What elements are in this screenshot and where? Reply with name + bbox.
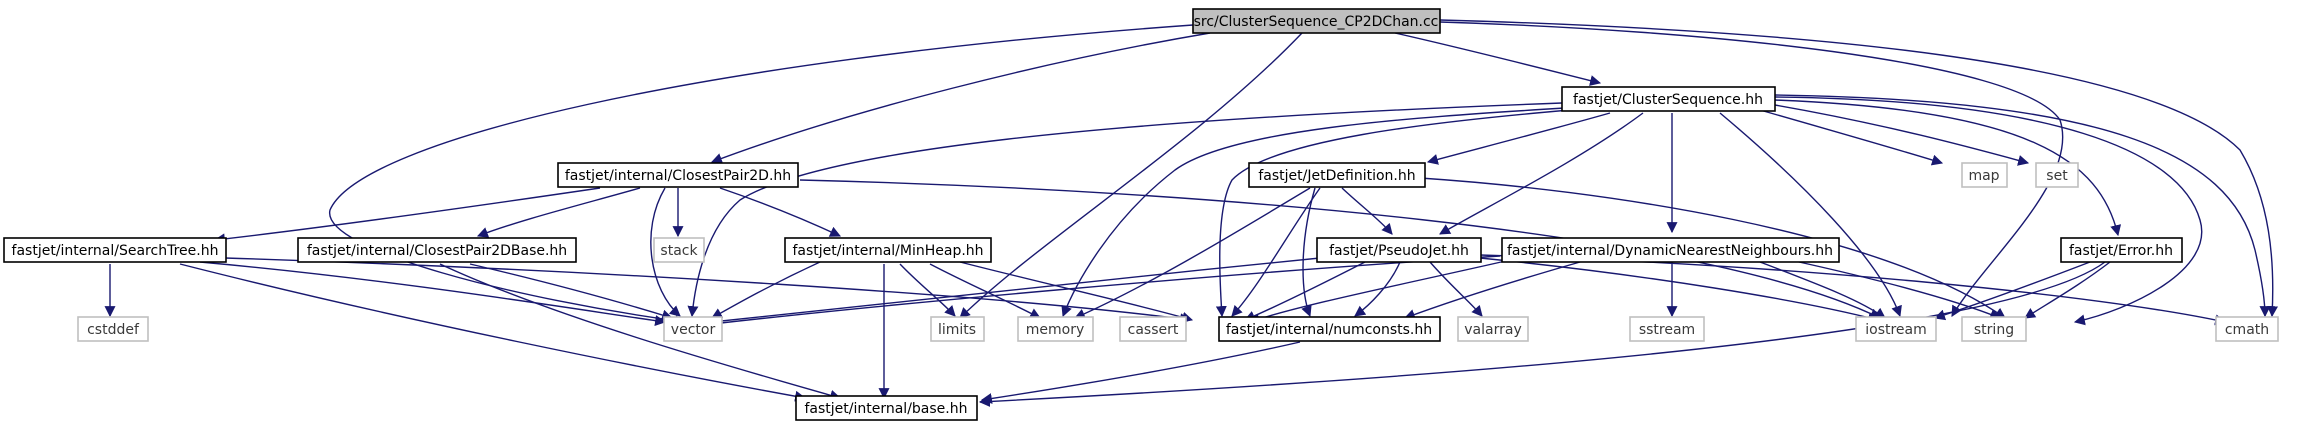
edge-cp2d-vector bbox=[650, 187, 681, 317]
node-closestpair2dbase-hh[interactable]: fastjet/internal/ClosestPair2DBase.hh bbox=[297, 237, 577, 263]
edge-pseudojet-valarray bbox=[1429, 261, 1483, 317]
node-map[interactable]: map bbox=[1961, 162, 2008, 188]
edge-searchtree-vector bbox=[199, 261, 667, 327]
edge-minheap-cassert bbox=[959, 261, 1194, 323]
edge-cp2d-cp2dbase bbox=[476, 187, 641, 238]
node-label: iostream bbox=[1865, 322, 1927, 338]
node-label: fastjet/PseudoJet.hh bbox=[1329, 243, 1469, 259]
node-clustersequence-hh[interactable]: fastjet/ClusterSequence.hh bbox=[1561, 86, 1776, 112]
edge-cp2d-searchtree bbox=[213, 187, 601, 245]
node-label: cstddef bbox=[87, 322, 140, 338]
edge-pseudojet-numconsts bbox=[1354, 261, 1401, 317]
node-valarray[interactable]: valarray bbox=[1457, 316, 1529, 342]
edge-minheap-memory bbox=[929, 263, 1041, 319]
node-label: sstream bbox=[1639, 322, 1695, 338]
node-label: fastjet/Error.hh bbox=[2069, 243, 2173, 259]
node-label: set bbox=[2046, 168, 2068, 184]
dependency-edges bbox=[104, 19, 2279, 407]
node-label: valarray bbox=[1464, 322, 1521, 338]
edge-root-limits bbox=[959, 32, 1303, 319]
node-label: limits bbox=[938, 322, 976, 338]
node-iostream[interactable]: iostream bbox=[1855, 316, 1937, 342]
edge-dnn-numconsts bbox=[1403, 261, 1581, 320]
edge-minheap-vector bbox=[711, 261, 821, 319]
edge-searchtree-base bbox=[179, 263, 807, 402]
node-label: fastjet/internal/SearchTree.hh bbox=[12, 243, 219, 259]
edge-cp2dbase-vector bbox=[469, 263, 674, 321]
edge-dnn-vector bbox=[710, 255, 1501, 329]
node-label: src/ClusterSequence_CP2DChan.cc bbox=[1194, 14, 1439, 30]
node-label: fastjet/internal/base.hh bbox=[804, 401, 967, 417]
node-cmath[interactable]: cmath bbox=[2215, 316, 2279, 342]
edge-cs-cmath bbox=[1774, 94, 2271, 318]
edge-cs-iostream bbox=[1719, 112, 1902, 318]
edge-cs-set bbox=[1774, 104, 2030, 166]
node-label: cmath bbox=[2225, 322, 2269, 338]
edge-minheap-limits bbox=[899, 263, 956, 317]
edge-pseudojet-cmath bbox=[1479, 254, 2227, 326]
node-sstream[interactable]: sstream bbox=[1629, 316, 1705, 342]
edge-root-cmath bbox=[1439, 19, 2279, 318]
node-closestpair2d-hh[interactable]: fastjet/internal/ClosestPair2D.hh bbox=[557, 162, 799, 188]
edge-pseudojet-cassert bbox=[1243, 261, 1366, 322]
node-label: string bbox=[1974, 322, 2014, 338]
node-label: stack bbox=[660, 243, 698, 259]
node-memory[interactable]: memory bbox=[1017, 316, 1094, 342]
node-set[interactable]: set bbox=[2035, 162, 2079, 188]
edge-root-iostream bbox=[1439, 21, 2064, 317]
edge-error-string bbox=[2024, 261, 2111, 319]
edge-cp2d-minheap bbox=[719, 187, 841, 237]
node-label: vector bbox=[671, 322, 716, 338]
edge-cs-jetdefinition bbox=[1426, 112, 1611, 165]
node-label: memory bbox=[1026, 322, 1085, 338]
edge-cs-vector bbox=[687, 102, 1563, 318]
edge-pseudojet-iostream bbox=[1479, 257, 1880, 323]
edge-dnn-cassert bbox=[1248, 259, 1511, 325]
file-nodes: src/ClusterSequence_CP2DChan.cc fastjet/… bbox=[3, 8, 2279, 421]
node-limits[interactable]: limits bbox=[930, 316, 985, 342]
edge-numconsts-base bbox=[980, 341, 1301, 404]
edge-error-base bbox=[978, 261, 2106, 407]
node-root-file[interactable]: src/ClusterSequence_CP2DChan.cc bbox=[1192, 8, 1441, 34]
node-label: fastjet/internal/ClosestPair2D.hh bbox=[565, 168, 791, 184]
node-label: fastjet/ClusterSequence.hh bbox=[1573, 92, 1763, 108]
node-cassert[interactable]: cassert bbox=[1119, 316, 1187, 342]
edge-cs-pseudojet bbox=[1439, 112, 1644, 235]
edge-cs-error bbox=[1774, 99, 2122, 237]
node-label: fastjet/JetDefinition.hh bbox=[1258, 168, 1415, 184]
edge-jetdef-pseudojet bbox=[1341, 187, 1393, 235]
edge-cs-string bbox=[1774, 96, 2203, 326]
node-label: fastjet/internal/DynamicNearestNeighbour… bbox=[1507, 243, 1833, 259]
edge-root-closestpair2d bbox=[710, 32, 1211, 164]
node-label: cassert bbox=[1128, 322, 1179, 338]
edge-cp2dbase-base bbox=[439, 263, 842, 401]
edge-jetdef-memory bbox=[1073, 187, 1311, 320]
node-cstddef[interactable]: cstddef bbox=[77, 316, 149, 342]
node-label: fastjet/internal/numconsts.hh bbox=[1226, 322, 1432, 338]
edge-cp2d-iostream bbox=[799, 179, 1881, 319]
edge-dnn-string bbox=[1789, 259, 2002, 320]
node-base-hh[interactable]: fastjet/internal/base.hh bbox=[795, 395, 978, 421]
edge-searchtree-cassert bbox=[224, 257, 1192, 325]
node-string[interactable]: string bbox=[1961, 316, 2027, 342]
node-minheap-hh[interactable]: fastjet/internal/MinHeap.hh bbox=[784, 237, 992, 263]
edge-cs-map bbox=[1759, 109, 1944, 166]
edge-dnn-iostream bbox=[1759, 261, 1886, 319]
node-pseudojet-hh[interactable]: fastjet/PseudoJet.hh bbox=[1316, 237, 1482, 263]
node-label: fastjet/internal/MinHeap.hh bbox=[792, 243, 983, 259]
node-jetdefinition-hh[interactable]: fastjet/JetDefinition.hh bbox=[1248, 162, 1426, 188]
node-error-hh[interactable]: fastjet/Error.hh bbox=[2060, 237, 2183, 263]
node-searchtree-hh[interactable]: fastjet/internal/SearchTree.hh bbox=[3, 237, 227, 263]
node-numconsts-hh[interactable]: fastjet/internal/numconsts.hh bbox=[1218, 316, 1441, 342]
node-stack[interactable]: stack bbox=[653, 237, 705, 263]
node-vector[interactable]: vector bbox=[663, 316, 723, 342]
node-label: map bbox=[1968, 168, 1999, 184]
node-dynamicnearestneighbours-hh[interactable]: fastjet/internal/DynamicNearestNeighbour… bbox=[1501, 237, 1840, 263]
edge-jetdef-cassert bbox=[1231, 187, 1321, 317]
edge-pseudojet-vector bbox=[710, 257, 1321, 327]
node-label: fastjet/internal/ClosestPair2DBase.hh bbox=[307, 243, 567, 259]
edge-root-clustersequence bbox=[1394, 32, 1602, 86]
edge-cs-memory bbox=[1061, 107, 1566, 318]
